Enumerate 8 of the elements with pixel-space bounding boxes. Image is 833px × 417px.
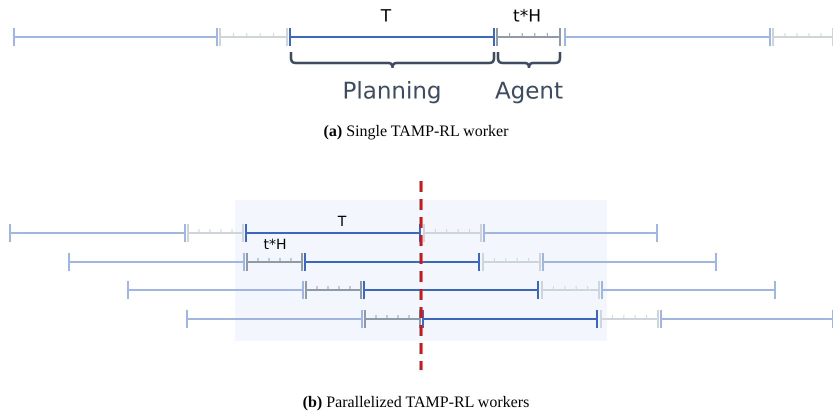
phase-label: Agent bbox=[494, 80, 564, 104]
duration-label: T bbox=[338, 215, 346, 229]
duration-label: t*H bbox=[513, 8, 541, 26]
caption: (b) Parallelized TAMP-RL workers bbox=[302, 395, 530, 411]
duration-label: T bbox=[380, 8, 392, 26]
caption: (a) Single TAMP-RL worker bbox=[324, 124, 508, 140]
phase-label: Planning bbox=[342, 80, 442, 104]
duration-label: t*H bbox=[263, 238, 287, 252]
